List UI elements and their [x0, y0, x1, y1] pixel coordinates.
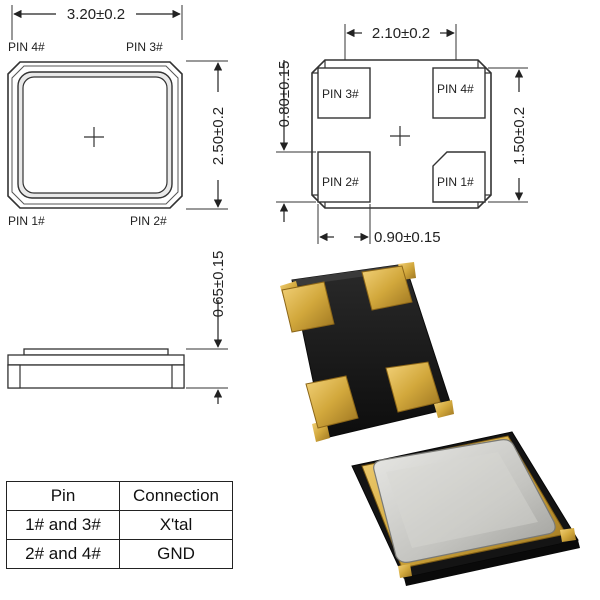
side-terminal-left — [7, 364, 21, 389]
pad-spacing-dim: 2.10±0.2 — [372, 25, 430, 42]
top-width-dim: 3.20±0.2 — [67, 6, 125, 23]
top-lid — [22, 76, 168, 194]
photo-top-corner-bl — [398, 564, 412, 578]
side-thickness-dim: 0.65±0.15 — [210, 251, 227, 318]
pad-4 — [432, 67, 486, 119]
top-pin2-label: PIN 2# — [130, 214, 167, 228]
table-row: 2# and 4# GND — [6, 539, 233, 569]
pad-height-dim: 0.80±0.15 — [276, 61, 293, 128]
side-view: 0.65±0.15 — [7, 251, 228, 404]
pad-1 — [432, 151, 486, 203]
photo-pad-top-left — [281, 281, 335, 333]
photo-pad-bottom-right — [385, 361, 441, 413]
pad-pin3-label: PIN 3# — [322, 87, 359, 101]
photo-top-corner-br — [560, 528, 576, 542]
table-header-connection: Connection — [119, 481, 233, 511]
pad-pitch-dim: 1.50±0.2 — [511, 107, 528, 165]
table-header-pin: Pin — [6, 481, 120, 511]
top-view: 3.20±0.2 2.50±0.2 PIN 4# PIN 3# PIN 1# P… — [7, 5, 228, 228]
pad-2 — [317, 151, 371, 203]
photo-corner-br — [434, 400, 454, 418]
table-cell-connection: X'tal — [119, 510, 233, 540]
table-cell-connection: GND — [119, 539, 233, 569]
side-body — [7, 364, 185, 389]
table-cell-pin: 2# and 4# — [6, 539, 120, 569]
photo-pad-bottom-left — [305, 375, 359, 429]
photo-pad-top-right — [361, 265, 413, 311]
table-header-row: Pin Connection — [6, 481, 233, 511]
top-package-inner-outline — [11, 65, 179, 205]
pad-pin2-label: PIN 2# — [322, 175, 359, 189]
top-pin3-label: PIN 3# — [126, 40, 163, 54]
table-row: 1# and 3# X'tal — [6, 510, 233, 540]
pin-connection-table: Pin Connection 1# and 3# X'tal 2# and 4#… — [6, 481, 233, 569]
pad-pin4-label: PIN 4# — [437, 82, 474, 96]
side-terminal-right — [171, 364, 185, 389]
top-pin1-label: PIN 1# — [8, 214, 45, 228]
pad-pin1-label: PIN 1# — [437, 175, 474, 189]
side-seal — [7, 354, 185, 366]
table-cell-pin: 1# and 3# — [6, 510, 120, 540]
photo-lid-highlight — [386, 452, 538, 548]
top-pin4-label: PIN 4# — [8, 40, 45, 54]
top-height-dim: 2.50±0.2 — [210, 107, 227, 165]
photo-bottom-view — [280, 262, 454, 442]
side-lid — [23, 348, 169, 356]
photo-top-body-side — [404, 540, 580, 586]
pad-3 — [317, 67, 371, 119]
photo-metal-lid — [373, 439, 556, 563]
pad-width-dim: 0.90±0.15 — [374, 229, 441, 246]
pad-view: 2.10±0.2 PIN 3# PIN 4# PIN 2# PIN 1# 0.8… — [276, 24, 528, 246]
photo-top-view — [351, 431, 580, 586]
